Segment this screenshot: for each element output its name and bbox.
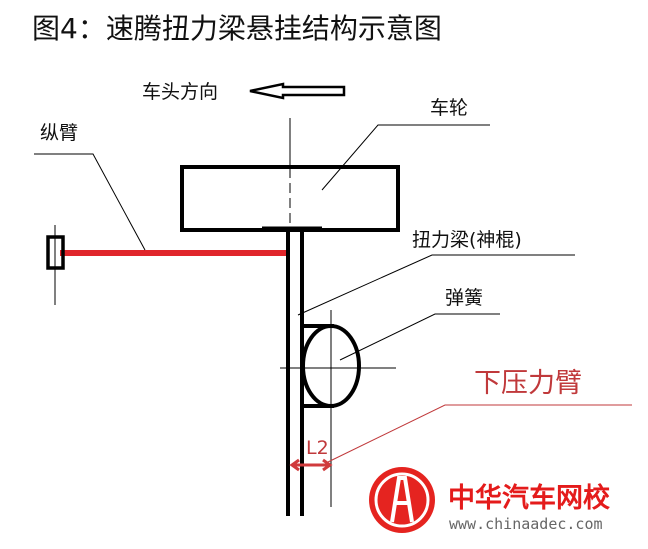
- trailing-arm-label: 纵臂: [40, 122, 78, 144]
- spring-label: 弹簧: [445, 287, 483, 309]
- l2-label: L2: [306, 437, 329, 459]
- watermark-url: www.chinaadec.com: [449, 515, 603, 533]
- l2-dimension-arrow: [289, 458, 333, 472]
- torsion-beam-leader: [297, 254, 575, 316]
- spring-leader: [339, 313, 500, 361]
- lever-arm-leader: [327, 404, 632, 463]
- diagram-title: 图4：速腾扭力梁悬挂结构示意图: [32, 12, 442, 45]
- direction-arrow-icon: [249, 82, 346, 100]
- torsion-beam-label: 扭力梁(神棍): [412, 229, 522, 251]
- lever-arm-label: 下压力臂: [474, 368, 582, 399]
- wheel-leader: [321, 124, 490, 191]
- direction-label: 车头方向: [142, 81, 218, 103]
- trailing-arm-leader: [34, 153, 146, 251]
- watermark-name: 中华汽车网校: [448, 482, 610, 514]
- watermark-logo: [369, 467, 435, 533]
- bushing: [46, 235, 65, 270]
- wheel-label: 车轮: [430, 97, 468, 119]
